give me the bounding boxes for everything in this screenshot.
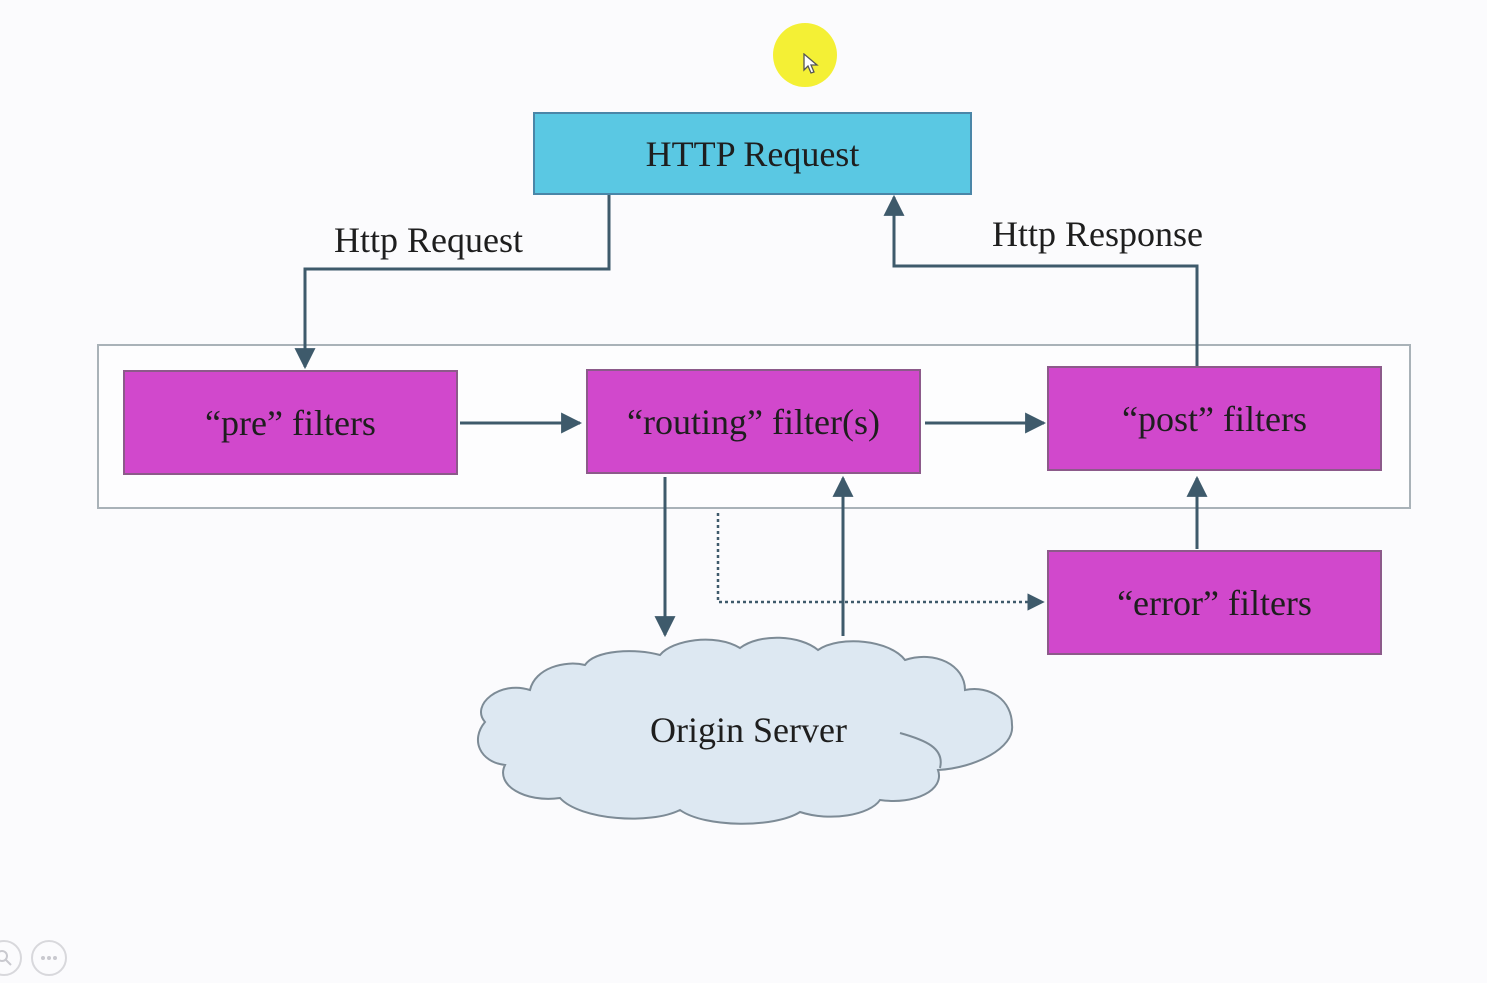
- http-response-edge-label: Http Response: [992, 214, 1203, 254]
- cloud-inner-curve: [899, 732, 942, 769]
- routing-filters-box: “routing” filter(s): [586, 369, 921, 474]
- routing-filters-label: “routing” filter(s): [627, 401, 880, 442]
- pre-filters-box: “pre” filters: [123, 370, 458, 475]
- http-request-edge-label: Http Request: [334, 220, 523, 260]
- http-request-box: HTTP Request: [533, 112, 972, 195]
- mouse-pointer-icon: [803, 53, 819, 74]
- magnifier-icon[interactable]: [0, 940, 22, 976]
- origin-server-label: Origin Server: [650, 710, 847, 750]
- post-filters-box: “post” filters: [1047, 366, 1382, 471]
- http-request-box-label: HTTP Request: [645, 133, 860, 174]
- dotted-arrow-to-error: [716, 513, 1045, 611]
- error-filters-box: “error” filters: [1047, 550, 1382, 655]
- pre-filters-label: “pre” filters: [205, 402, 376, 443]
- ellipsis-icon[interactable]: [31, 940, 67, 976]
- error-filters-label: “error” filters: [1117, 582, 1312, 623]
- post-filters-label: “post” filters: [1122, 398, 1307, 439]
